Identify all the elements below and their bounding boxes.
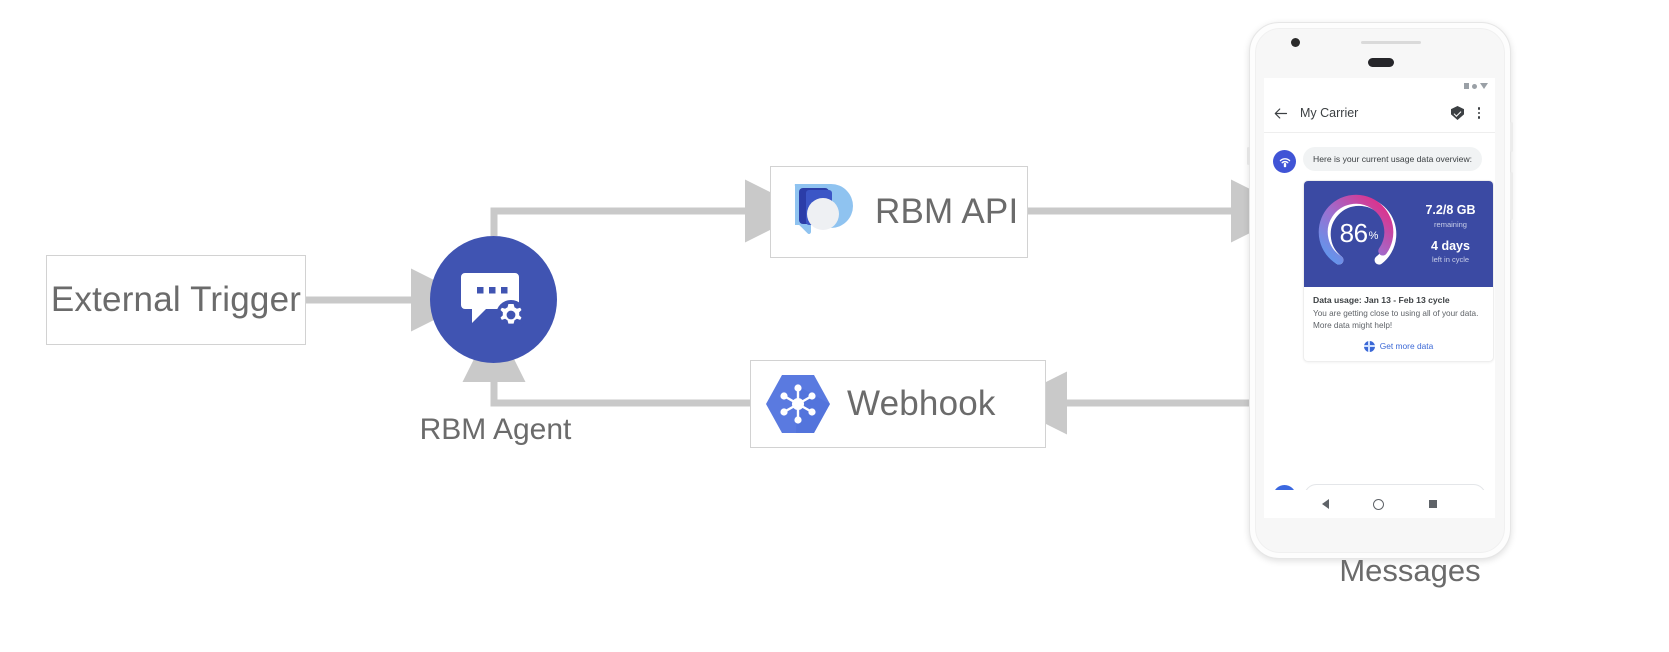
node-webhook[interactable]: Webhook [750,360,1046,448]
get-more-data-button[interactable]: Get more data [1313,340,1484,352]
phone-mockup: My Carrier Here is your current usage da… [1247,22,1513,559]
webhook-label: Webhook [847,384,996,423]
webhook-hexagon-icon [766,375,830,433]
app-bar: My Carrier [1264,94,1495,133]
arrow-agent-to-api [490,179,808,243]
shield-check-icon[interactable] [1451,106,1464,120]
days-left-value: 4 days [1431,238,1470,253]
incoming-message-bubble: Here is your current usage data overview… [1303,147,1483,172]
messages-label: Messages [1339,553,1481,588]
front-camera-icon [1291,38,1300,47]
phone-power-button[interactable] [1510,172,1513,220]
nav-back-icon[interactable] [1322,499,1330,509]
phone-screen: My Carrier Here is your current usage da… [1264,78,1495,518]
android-nav-bar [1264,490,1495,518]
nav-recents-icon[interactable] [1428,500,1437,508]
get-more-data-label: Get more data [1379,341,1434,352]
chat-gear-icon [460,272,526,330]
earpiece-speaker [1368,58,1394,67]
data-remaining-value: 7.2/8 GB [1425,202,1476,217]
rich-card[interactable]: 86 % 7.2/8 GB remaining 4 days left in c… [1303,180,1494,362]
battery-triangle-icon [1480,83,1488,89]
rich-card-text-line1: You are getting close to using all of yo… [1313,309,1479,318]
external-trigger-label: External Trigger [50,280,302,319]
rbm-agent-label: RBM Agent [419,413,572,446]
gauge-value: 86 [1339,217,1368,248]
rbm-api-logo-icon [794,184,853,234]
arrow-webhook-to-agent [462,319,750,407]
node-rbm-agent[interactable] [430,236,557,363]
rich-card-title: Data usage: Jan 13 - Feb 13 cycle [1313,295,1450,305]
incoming-message-row: Here is your current usage data overview… [1273,147,1486,173]
status-bar [1264,78,1495,94]
phone-volume-button[interactable] [1510,122,1513,152]
sensor-strip [1361,41,1421,44]
more-vert-icon[interactable] [1472,107,1486,119]
data-remaining-stat: 7.2/8 GB remaining [1425,202,1476,229]
gauge-readout: 86 % [1318,192,1400,274]
carrier-signal-icon [1279,157,1290,167]
globe-icon [1363,340,1375,352]
nav-home-icon[interactable] [1373,498,1385,510]
data-remaining-caption: remaining [1434,219,1467,229]
rbm-api-label: RBM API [875,192,1019,231]
conversation-area: Here is your current usage data overview… [1264,133,1495,518]
wifi-dot-icon [1472,83,1477,89]
node-rbm-api[interactable]: RBM API [770,166,1028,258]
rich-card-hero: 86 % 7.2/8 GB remaining 4 days left in c… [1304,181,1493,287]
signal-square-icon [1464,83,1469,89]
arrow-back-icon[interactable] [1273,106,1288,121]
usage-gauge-icon [1318,194,1397,265]
rich-card-body: Data usage: Jan 13 - Feb 13 cycle You ar… [1304,287,1493,361]
avatar [1273,150,1296,173]
rich-card-stats: 7.2/8 GB remaining 4 days left in cycle [1408,181,1493,287]
days-left-caption: left in cycle [1431,255,1470,265]
rich-card-text-line2: More data might help! [1313,320,1393,330]
node-external-trigger[interactable]: External Trigger [46,255,306,345]
phone-left-button[interactable] [1247,147,1250,165]
gauge-unit: % [1368,230,1379,242]
conversation-title: My Carrier [1300,106,1359,120]
days-left-stat: 4 days left in cycle [1431,238,1470,265]
